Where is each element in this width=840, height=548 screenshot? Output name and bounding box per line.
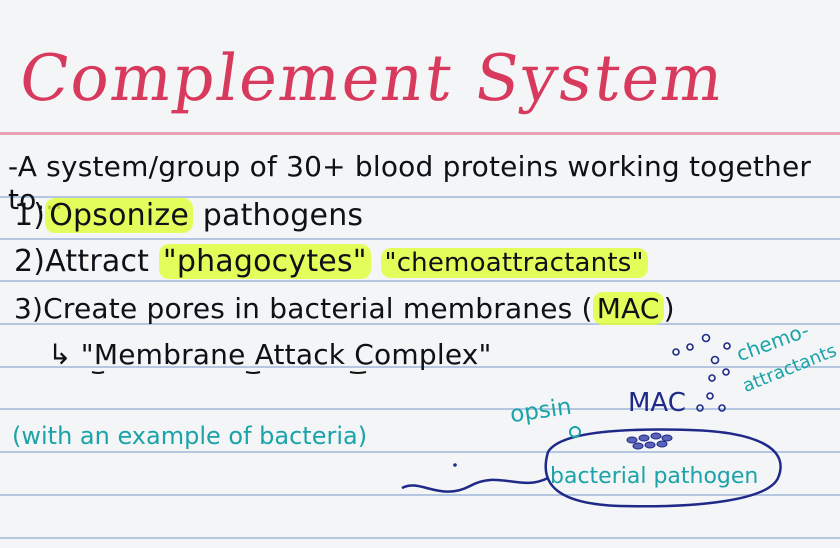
example-note: (with an example of bacteria)	[12, 422, 368, 450]
ruled-line	[0, 408, 840, 410]
mac-label: MAC	[628, 388, 686, 418]
underline-c	[349, 371, 367, 374]
highlight-phagocytes: "phagocytes"	[158, 244, 371, 279]
ruled-line	[0, 196, 840, 198]
definition-text: -A system/group of 30+ blood proteins wo…	[8, 150, 812, 216]
ruled-line	[0, 494, 840, 496]
ruled-line	[0, 366, 840, 368]
mac-cluster	[626, 432, 673, 450]
ruled-line	[0, 280, 840, 282]
underline-m	[91, 371, 105, 374]
list-item: 2)Attract "phagocytes" "chemoattractants…	[14, 244, 648, 279]
list-item: 1)Opsonize pathogens	[14, 198, 363, 233]
bacterium-outline	[544, 428, 782, 508]
chemoattractant-bubbles	[672, 333, 731, 412]
item-number: 2)	[14, 244, 46, 279]
opsonin-circle	[569, 426, 581, 438]
item-text: Attract	[45, 244, 159, 279]
item-number: 3)	[14, 292, 44, 325]
ruled-line	[0, 323, 840, 325]
underline-a	[245, 371, 261, 374]
item-number: 1)	[14, 198, 46, 233]
highlight-chemoattractants: "chemoattractants"	[380, 248, 648, 278]
highlight-mac: MAC	[592, 292, 664, 325]
flagellum	[401, 476, 549, 493]
item-text: pathogens	[193, 198, 364, 233]
pathogen-label: bacterial pathogen	[550, 464, 759, 489]
ruled-line	[0, 537, 840, 539]
mac-definition: ↳ "Membrane Attack Complex"	[48, 338, 492, 371]
highlight-opsonize: Opsonize	[45, 198, 193, 233]
item-text: Create pores in bacterial membranes (	[43, 292, 593, 325]
list-item: 3)Create pores in bacterial membranes (M…	[14, 292, 675, 325]
ruled-line	[0, 451, 840, 453]
red-margin-line	[0, 132, 840, 135]
dot	[453, 463, 457, 467]
ruled-line	[0, 238, 840, 240]
